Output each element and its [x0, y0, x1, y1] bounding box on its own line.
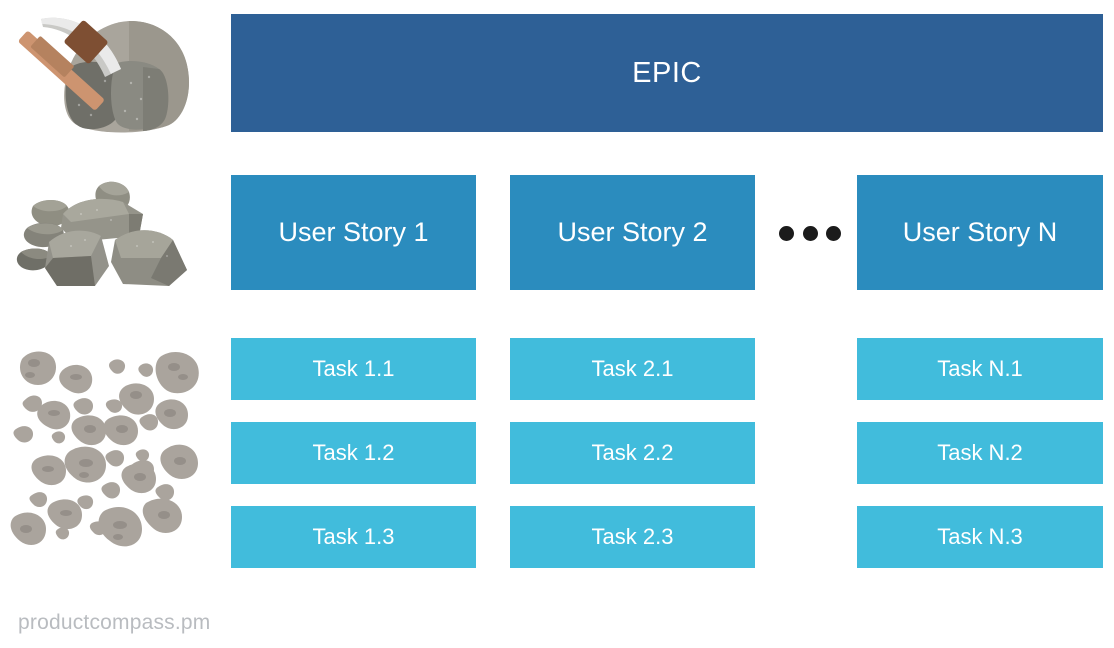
ellipsis-indicator [779, 225, 841, 241]
ellipsis-dot-1 [779, 225, 794, 241]
user-story-box-n[interactable]: User Story N [857, 175, 1103, 290]
task-box-n-1[interactable]: Task N.1 [857, 338, 1103, 400]
illustration-column [0, 0, 228, 600]
task-box-1-2[interactable]: Task 1.2 [231, 422, 476, 484]
user-story-box-2[interactable]: User Story 2 [510, 175, 755, 290]
task-box-n-3[interactable]: Task N.3 [857, 506, 1103, 568]
task-box-n-2[interactable]: Task N.2 [857, 422, 1103, 484]
ellipsis-dot-3 [826, 225, 841, 241]
gravel-pebbles-icon [0, 330, 222, 580]
task-box-2-1[interactable]: Task 2.1 [510, 338, 755, 400]
attribution-text: productcompass.pm [18, 611, 211, 634]
task-box-1-1[interactable]: Task 1.1 [231, 338, 476, 400]
rock-pile-icon [0, 168, 222, 298]
task-box-2-3[interactable]: Task 2.3 [510, 506, 755, 568]
boulder-with-pickaxe-icon [0, 4, 222, 138]
epic-box[interactable]: EPIC [231, 14, 1103, 132]
user-story-box-1[interactable]: User Story 1 [231, 175, 476, 290]
task-box-2-2[interactable]: Task 2.2 [510, 422, 755, 484]
ellipsis-dot-2 [802, 225, 818, 241]
task-box-1-3[interactable]: Task 1.3 [231, 506, 476, 568]
